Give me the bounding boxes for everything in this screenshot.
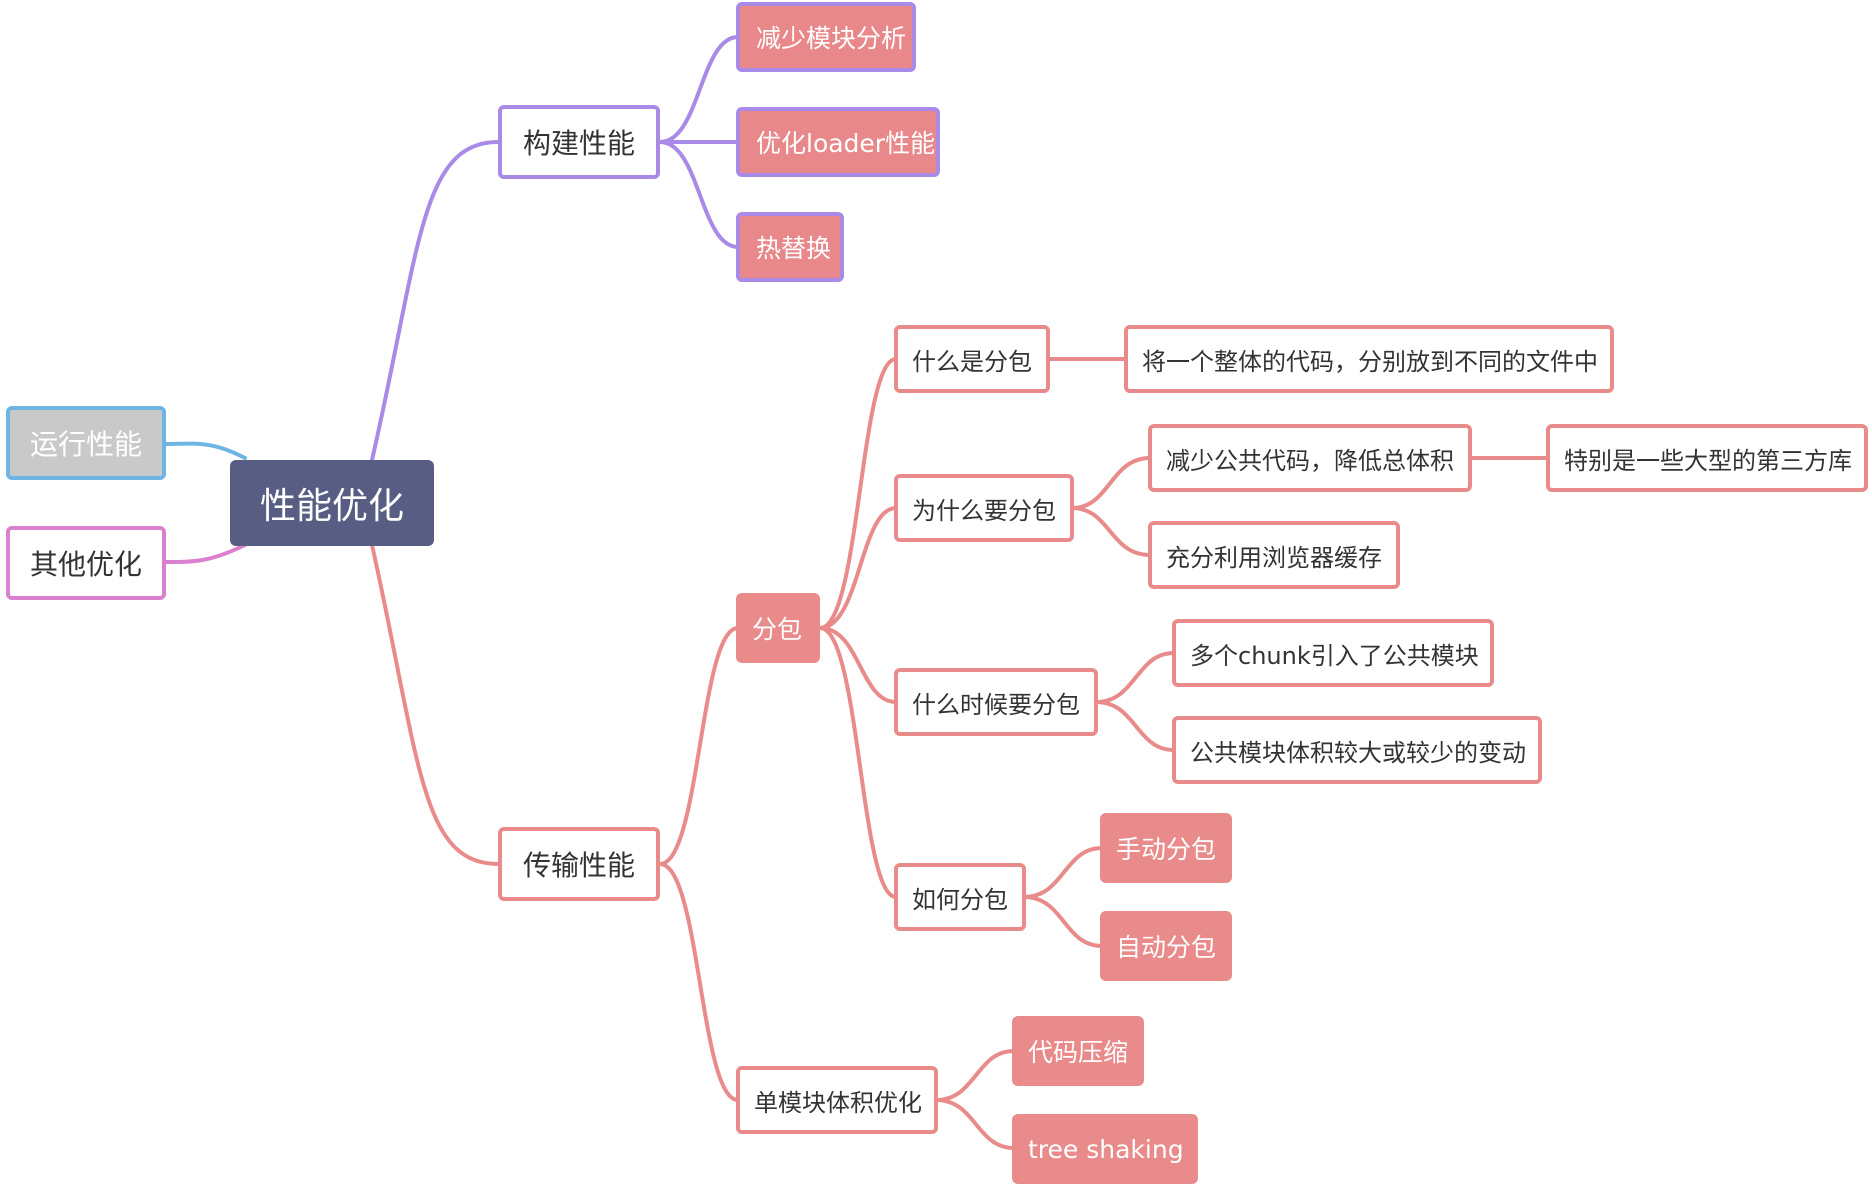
- edge-root-other: [163, 543, 247, 564]
- node-when-split[interactable]: 什么时候要分包: [894, 668, 1098, 736]
- transfer-label: 传输性能: [522, 849, 635, 882]
- edge-split-why: [818, 506, 898, 630]
- edge-when-i2: [1094, 700, 1176, 752]
- edge-split-when: [818, 626, 898, 704]
- node-hot-replace[interactable]: 热替换: [736, 212, 844, 282]
- edge-why-cache: [1070, 506, 1152, 557]
- edge-single-i1: [934, 1049, 1016, 1102]
- edge-how-i1: [1022, 846, 1104, 899]
- cache-label: 充分利用浏览器缓存: [1166, 543, 1382, 572]
- reduce-label: 减少公共代码，降低总体积: [1166, 446, 1454, 475]
- node-runtime-performance[interactable]: 运行性能: [6, 406, 166, 480]
- when-label: 什么时候要分包: [912, 690, 1080, 719]
- node-other-optimization[interactable]: 其他优化: [6, 526, 166, 600]
- node-code-split[interactable]: 分包: [736, 593, 820, 663]
- edge-why-reduce: [1070, 456, 1152, 510]
- node-browser-cache[interactable]: 充分利用浏览器缓存: [1148, 521, 1400, 589]
- edge-single-i2: [934, 1098, 1016, 1150]
- edge-root-build: [370, 140, 500, 462]
- edge-split-how: [818, 626, 898, 899]
- node-optimize-loader[interactable]: 优化loader性能: [736, 107, 940, 177]
- node-multi-chunk[interactable]: 多个chunk引入了公共模块: [1172, 619, 1494, 687]
- edge-split-what: [818, 357, 898, 630]
- node-reduce-common-code[interactable]: 减少公共代码，降低总体积: [1148, 424, 1472, 492]
- split-label: 分包: [752, 615, 803, 644]
- single-label: 单模块体积优化: [754, 1088, 922, 1117]
- node-how-split[interactable]: 如何分包: [894, 863, 1026, 931]
- edge-when-i1: [1094, 651, 1176, 704]
- what-detail-label: 将一个整体的代码，分别放到不同的文件中: [1142, 347, 1598, 376]
- edge-transfer-split: [658, 626, 740, 866]
- node-auto-split[interactable]: 自动分包: [1100, 911, 1232, 981]
- build-child-1-label: 减少模块分析: [756, 24, 907, 53]
- runtime-label: 运行性能: [29, 428, 142, 461]
- node-reduce-module-analysis[interactable]: 减少模块分析: [736, 2, 916, 72]
- node-large-common-module[interactable]: 公共模块体积较大或较少的变动: [1172, 716, 1542, 784]
- how-item-2-label: 自动分包: [1116, 933, 1217, 962]
- node-third-party-libs[interactable]: 特别是一些大型的第三方库: [1546, 424, 1868, 492]
- node-tree-shaking[interactable]: tree shaking: [1012, 1114, 1198, 1184]
- why-label: 为什么要分包: [912, 496, 1056, 525]
- root-node[interactable]: 性能优化: [230, 460, 434, 546]
- edge-root-transfer: [370, 543, 500, 866]
- edge-root-runtime: [163, 441, 247, 460]
- what-label: 什么是分包: [912, 347, 1032, 376]
- build-child-2-label: 优化loader性能: [756, 129, 936, 158]
- reduce-detail-label: 特别是一些大型的第三方库: [1564, 446, 1852, 475]
- node-what-detail[interactable]: 将一个整体的代码，分别放到不同的文件中: [1124, 325, 1614, 393]
- edge-build-c3: [658, 140, 740, 249]
- edge-transfer-single: [658, 862, 740, 1102]
- edge-how-i2: [1022, 895, 1104, 948]
- edge-build-c1: [658, 35, 740, 144]
- build-child-3-label: 热替换: [756, 234, 832, 263]
- node-why-split[interactable]: 为什么要分包: [894, 474, 1074, 542]
- when-item-2-label: 公共模块体积较大或较少的变动: [1190, 738, 1526, 767]
- root-label: 性能优化: [259, 486, 404, 527]
- how-item-1-label: 手动分包: [1116, 835, 1217, 864]
- node-what-is-split[interactable]: 什么是分包: [894, 325, 1050, 393]
- when-item-1-label: 多个chunk引入了公共模块: [1190, 641, 1479, 670]
- how-label: 如何分包: [912, 885, 1008, 914]
- single-item-1-label: 代码压缩: [1028, 1038, 1129, 1067]
- single-item-2-label: tree shaking: [1028, 1134, 1184, 1164]
- other-label: 其他优化: [29, 548, 142, 581]
- node-code-compression[interactable]: 代码压缩: [1012, 1016, 1144, 1086]
- node-build-performance[interactable]: 构建性能: [498, 105, 660, 179]
- build-label: 构建性能: [522, 127, 635, 160]
- node-transfer-performance[interactable]: 传输性能: [498, 827, 660, 901]
- node-single-module-optimization[interactable]: 单模块体积优化: [736, 1066, 938, 1134]
- node-manual-split[interactable]: 手动分包: [1100, 813, 1232, 883]
